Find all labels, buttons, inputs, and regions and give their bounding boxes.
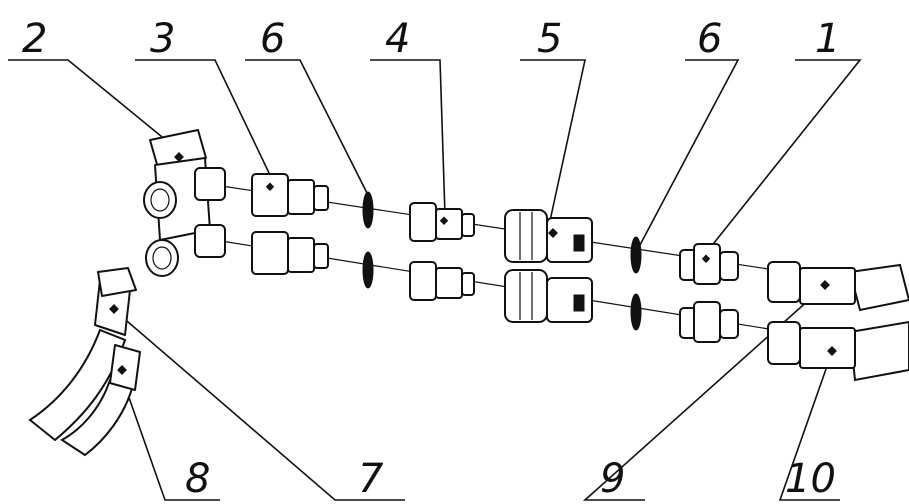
- callout-2: 2: [22, 16, 47, 62]
- nut-7: [97, 267, 137, 297]
- callout-1: 1: [815, 16, 840, 62]
- callout-6a: 6: [260, 16, 285, 62]
- adapter-1-lower: [679, 301, 739, 343]
- leader-6b: [639, 59, 740, 246]
- right-hoses: [767, 261, 909, 382]
- callout-7: 7: [358, 456, 384, 502]
- callout-6b: 6: [697, 16, 722, 62]
- nut-3-lower: [251, 231, 329, 275]
- o-rings-left: [362, 191, 374, 289]
- leader-9: [582, 289, 821, 501]
- nut-3-upper: [251, 173, 329, 217]
- coupling-5-lower: [504, 269, 593, 323]
- coupling-4-upper: [409, 202, 475, 242]
- callout-labels: 2 3 6 4 5 6 1 8 7 9 10: [22, 16, 840, 502]
- callout-3: 3: [150, 16, 175, 62]
- callout-5: 5: [537, 16, 562, 62]
- hose-fitting-8: [109, 344, 141, 391]
- leader-4: [370, 59, 446, 216]
- hose-8: [60, 378, 135, 457]
- leader-8: [119, 371, 220, 501]
- coupling-5-upper: [504, 209, 593, 263]
- leader-lines: [8, 59, 862, 501]
- callout-4: 4: [385, 16, 410, 62]
- leader-10: [778, 351, 840, 501]
- left-hoses: [28, 267, 141, 457]
- leader-3: [135, 59, 271, 176]
- o-rings-right: [630, 236, 642, 331]
- callout-8: 8: [185, 456, 210, 502]
- leader-7: [119, 314, 405, 501]
- leader-5: [520, 59, 586, 231]
- leader-6a: [245, 59, 369, 196]
- callout-10: 10: [785, 456, 836, 502]
- adapter-1-upper: [679, 243, 739, 285]
- hose-9: [848, 263, 909, 312]
- leader-2: [8, 59, 179, 151]
- callout-9: 9: [600, 456, 625, 502]
- leader-1: [701, 59, 862, 259]
- hose-10: [848, 320, 909, 382]
- coupling-4-lower: [409, 261, 475, 301]
- tee-fitting: [143, 129, 226, 277]
